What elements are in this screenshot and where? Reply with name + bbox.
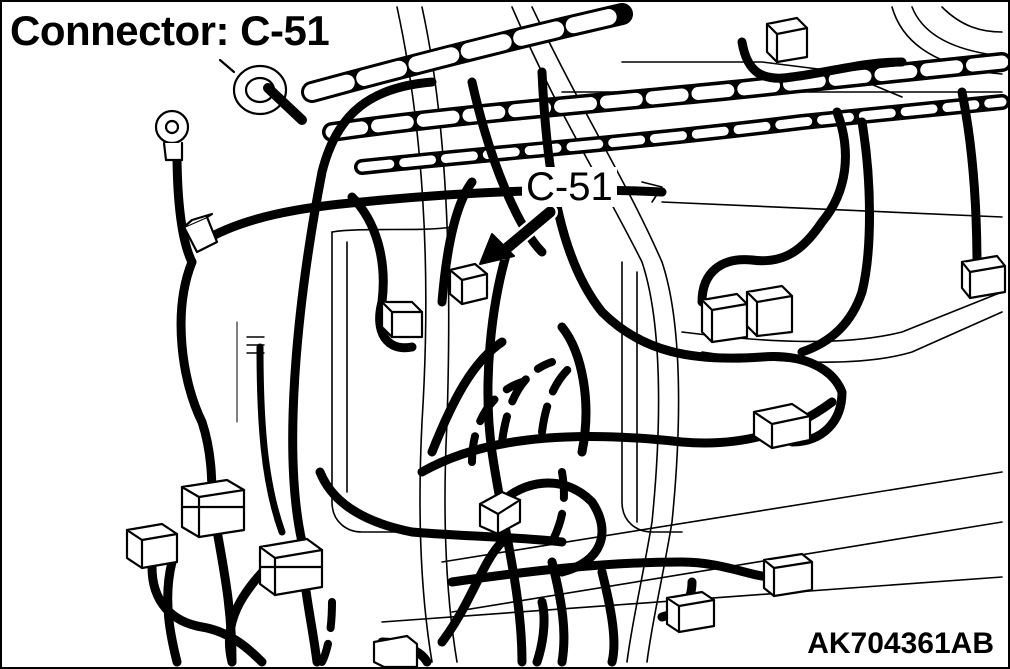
drop-wire [256, 343, 286, 536]
connector-icon [752, 402, 812, 450]
arrow-icon [479, 204, 558, 265]
connector-icon [448, 262, 489, 306]
diagram-title: Connector: C-51 [10, 10, 334, 54]
connector-callout-label: C-51 [522, 167, 617, 207]
connector-icon [258, 537, 324, 597]
loose-wires [318, 358, 581, 666]
connectors [125, 16, 1007, 667]
connector-icon [380, 300, 424, 339]
connector-icon [182, 212, 219, 254]
grommet-icon [218, 58, 307, 125]
connector-icon [765, 16, 809, 64]
connector-icon [125, 522, 179, 570]
harness-tape-band [301, 3, 1008, 175]
ground-terminal-icon [154, 109, 190, 162]
connector-icon [478, 490, 522, 536]
connector-icon [762, 552, 814, 598]
connector-icon [745, 284, 794, 338]
connector-icon [700, 292, 749, 344]
connector-icon [960, 254, 1007, 300]
connector-icon [665, 590, 716, 634]
connector-icon [180, 478, 246, 539]
connector-icon [372, 634, 419, 667]
figure-code: AK704361AB [803, 627, 998, 661]
